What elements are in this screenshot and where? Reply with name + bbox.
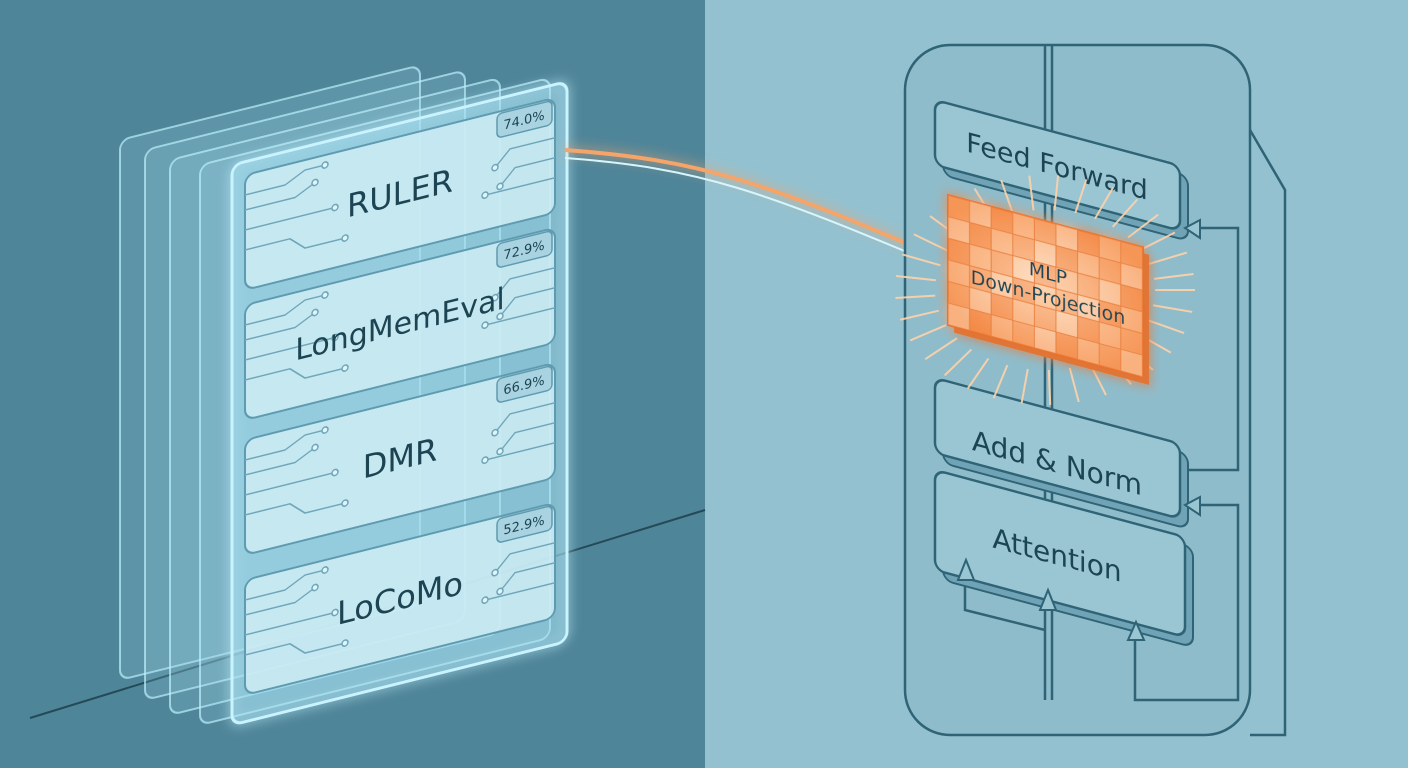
glow-ray (1139, 231, 1176, 251)
benchmark-card: 66.9%DMR (244, 363, 556, 554)
glow-ray (896, 274, 936, 282)
glow-ray (895, 294, 936, 300)
arrow-icons (956, 218, 1201, 641)
circuit-traces-icon (245, 401, 555, 516)
arrow-up-icon (1038, 587, 1058, 611)
glow-ray (992, 364, 1009, 399)
glow-ray (1074, 179, 1088, 214)
connection-line (564, 148, 951, 264)
glow-ray (913, 233, 950, 253)
glow-ray (899, 309, 939, 321)
glow-ray (1148, 251, 1188, 265)
feed-forward-block: Feed Forward (933, 101, 1189, 240)
connection-line-secondary (564, 157, 951, 271)
glow-ray (966, 358, 990, 390)
benchmark-card: 52.9%LoCoMo (244, 503, 556, 694)
arrow-left-icon (1183, 218, 1201, 240)
glow-ray (1094, 187, 1114, 220)
attention-block: Attention (933, 471, 1194, 646)
glow-ray (1146, 319, 1185, 335)
add-norm-block: Add & Norm (933, 379, 1189, 528)
glow-ray (1047, 369, 1052, 405)
mlp-down-projection-block: MLP Down-Projection (895, 175, 1195, 405)
glow-ray (924, 337, 958, 361)
glow-ray (902, 253, 941, 267)
glow-ray (1127, 213, 1159, 239)
circuit-traces-icon (245, 541, 555, 656)
glow-ray (1028, 175, 1035, 211)
glow-ray (1111, 198, 1139, 228)
benchmark-card: 74.0%RULER (244, 98, 556, 289)
glow-ray (943, 348, 973, 377)
circuit-traces-icon (245, 266, 555, 381)
glow-ray (1053, 175, 1060, 211)
circuit-traces-icon (245, 136, 555, 251)
glow-ray (1153, 273, 1194, 280)
benchmark-card: 72.9%LongMemEval (244, 228, 556, 419)
arrow-up-icon (956, 557, 976, 581)
glow-ray (1068, 367, 1080, 403)
glow-ray (1000, 179, 1014, 214)
glow-ray (909, 324, 947, 342)
glow-ray (1020, 368, 1029, 404)
arrow-left-icon (1183, 495, 1201, 517)
glow-ray (1152, 304, 1193, 313)
arrow-up-icon (1126, 619, 1146, 641)
